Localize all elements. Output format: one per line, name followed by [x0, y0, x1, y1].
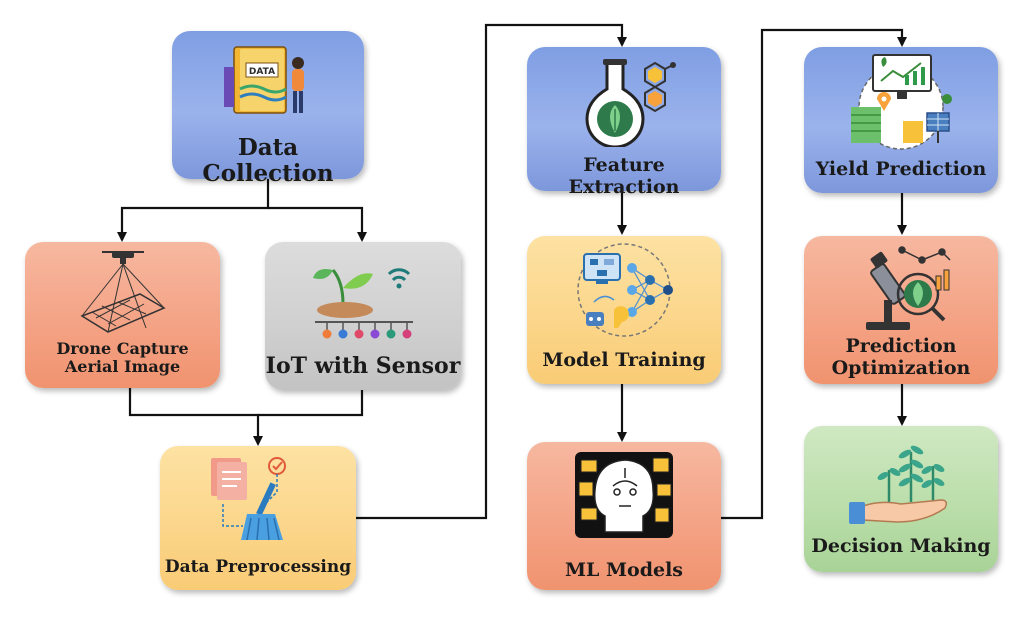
arrow-drone-to-preprocessing: [128, 388, 263, 446]
label-drone-capture: Drone Capture Aerial Image: [25, 339, 220, 377]
iot-plant-sensor-icon: [313, 268, 413, 339]
label-decision-making: Decision Making: [811, 535, 991, 557]
data-book-label: DATA: [249, 67, 275, 77]
data-book-icon: DATA: [224, 46, 304, 114]
ai-head-icon: [575, 452, 673, 538]
microscope-icon: [866, 246, 951, 330]
farm-dashboard-icon: [851, 54, 952, 150]
label-feature-extraction: Feature Extraction: [568, 154, 680, 198]
drone-icon: [79, 251, 166, 333]
node-iot-sensor: IoT with Sensor: [265, 242, 461, 390]
arrow-ml-to-yield: [720, 28, 907, 520]
node-yield-prediction: Yield Prediction: [804, 47, 998, 193]
label-model-training: Model Training: [542, 349, 706, 371]
arrow-collection-to-drone: [117, 178, 270, 242]
node-drone-capture: Drone Capture Aerial Image: [25, 242, 220, 388]
node-ml-models: ML Models: [527, 442, 721, 590]
node-decision-making: Decision Making: [804, 426, 998, 572]
label-drone-capture-line-1: Drone Capture: [56, 339, 189, 358]
label-data-collection: Data Collection: [202, 134, 334, 188]
label-prediction-optimization-line-2: Optimization: [831, 356, 971, 379]
label-drone-capture-line-2: Aerial Image: [64, 357, 181, 377]
label-data-preprocessing: Data Preprocessing: [164, 557, 352, 577]
arrow-iot-to-preprocessing: [258, 390, 364, 417]
label-yield-prediction: Yield Prediction: [815, 158, 987, 180]
flask-leaf-icon: [585, 59, 676, 147]
label-iot-sensor: IoT with Sensor: [265, 353, 461, 379]
node-prediction-optimization: Prediction Optimization: [804, 236, 998, 384]
node-model-training: Model Training: [527, 236, 721, 384]
hand-plants-icon: [849, 445, 948, 524]
arrow-preprocessing-to-feature: [356, 23, 627, 520]
node-data-preprocessing: Data Preprocessing: [160, 446, 356, 590]
label-ml-models: ML Models: [565, 559, 683, 581]
neural-network-icon: [577, 243, 673, 337]
label-prediction-optimization: Prediction Optimization: [804, 335, 998, 380]
node-data-collection: DATA Data Collection: [172, 31, 364, 187]
label-prediction-optimization-line-1: Prediction: [845, 335, 957, 357]
arrow-collection-to-iot: [268, 206, 367, 242]
broom-cleaning-icon: [211, 457, 286, 541]
node-feature-extraction: Feature Extraction: [527, 47, 721, 198]
